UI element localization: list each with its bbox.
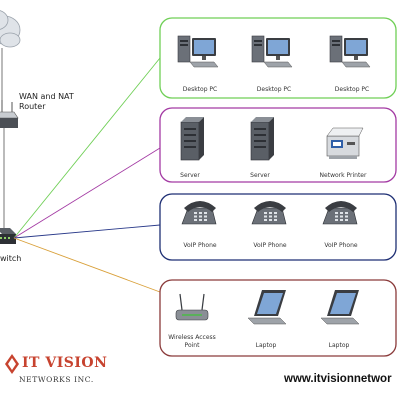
router-icon (0, 100, 19, 128)
group-phones (159, 193, 397, 261)
group-wireless (159, 279, 397, 357)
device-groups (159, 17, 397, 357)
brand-mark-icon (5, 354, 19, 374)
voip-phone-icon (251, 201, 287, 225)
network-printer-icon (326, 127, 364, 159)
link-phones (13, 224, 161, 239)
server-icon (180, 117, 204, 161)
device-label: Server (250, 172, 270, 179)
server-icon (250, 117, 274, 161)
laptop-icon (247, 290, 287, 325)
desktop-pc-icon (177, 35, 219, 68)
group-box-servers (159, 107, 397, 183)
website-url: www.itvisionnetwor (284, 373, 392, 385)
wireless-access-point-icon (175, 293, 209, 321)
switch-label: witch (0, 254, 22, 263)
link-servers (13, 147, 161, 239)
device-label: VoIP Phone (183, 242, 217, 249)
device-label: Desktop PC (334, 86, 370, 93)
wan-router-label: WAN and NAT Router (19, 92, 74, 111)
voip-phone-icon (322, 201, 358, 225)
device-label: VoIP Phone (324, 242, 358, 249)
link-desktops (13, 57, 161, 239)
device-label: Laptop (255, 342, 277, 349)
link-wireless (13, 237, 161, 293)
device-label: Server (180, 172, 200, 179)
brand-subtitle: NETWORKS INC. (19, 375, 94, 384)
brand-title: IT VISION (22, 355, 108, 371)
internet-cloud-icon (0, 10, 21, 48)
desktop-pc-icon (251, 35, 293, 68)
group-servers (159, 107, 397, 183)
voip-phone-icon (181, 201, 217, 225)
device-label: VoIP Phone (253, 242, 287, 249)
switch-icon (0, 228, 16, 244)
desktop-pc-icon (329, 35, 371, 68)
device-label: Desktop PC (256, 86, 292, 93)
group-links (13, 57, 161, 293)
device-label: Wireless Access Point (168, 334, 216, 349)
laptop-icon (320, 290, 360, 325)
group-desktops (159, 17, 397, 99)
device-label: Desktop PC (182, 86, 218, 93)
device-label: Network Printer (319, 172, 367, 179)
device-label: Laptop (328, 342, 350, 349)
